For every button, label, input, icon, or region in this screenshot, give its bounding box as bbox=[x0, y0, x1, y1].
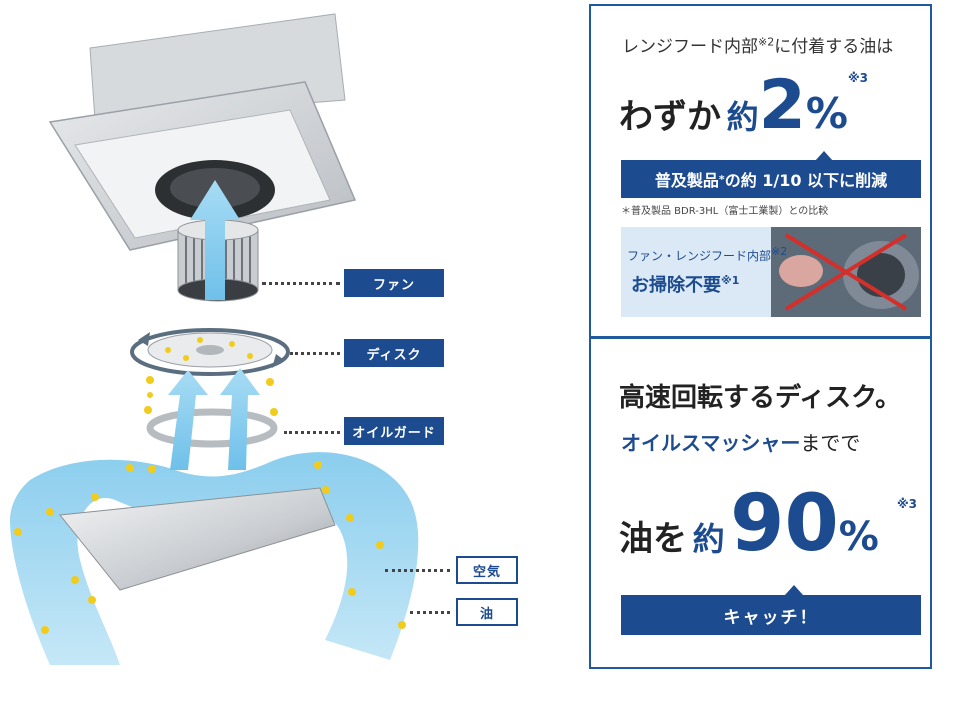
catch-banner: キャッチ！ bbox=[621, 595, 921, 635]
up-arrow-right bbox=[220, 368, 260, 470]
oil-dots bbox=[14, 337, 406, 634]
bottom-line2: オイルスマッシャーまでで bbox=[621, 431, 861, 455]
oil-label: 油 bbox=[456, 598, 518, 626]
headline-mark: ※2 bbox=[758, 35, 775, 49]
big-value-2: 90 bbox=[730, 479, 839, 569]
disk-label: ディスク bbox=[344, 339, 444, 367]
air-leader bbox=[385, 569, 450, 572]
headline-pre: レンジフード内部 bbox=[622, 37, 758, 57]
fan-leader bbox=[262, 282, 340, 285]
air-label: 空気 bbox=[456, 556, 518, 584]
cleaning-free-line1: ファン・レンジフード内部※2 bbox=[627, 245, 788, 263]
big-mark-2: ※3 bbox=[897, 497, 918, 511]
oil-guard-label: オイルガード bbox=[344, 417, 444, 445]
range-hood-illustration: ファン ディスク オイルガード 空気 油 bbox=[10, 13, 518, 665]
big-prefix-2: 油を bbox=[619, 519, 687, 559]
oil-guard-leader bbox=[284, 431, 340, 434]
bottom-big-figure: 油を 約 90% bbox=[619, 485, 879, 563]
big-mark: ※3 bbox=[848, 71, 869, 85]
fan-photo-crossed bbox=[771, 227, 921, 317]
bottom-line1: 高速回転するディスク。 bbox=[619, 383, 902, 413]
headline-post: に付着する油は bbox=[774, 37, 894, 57]
cleaning-free-line2: お掃除不要※1 bbox=[631, 274, 740, 296]
top-banner: 普及製品*の約 1/10 以下に削減 bbox=[621, 160, 921, 198]
oil-adhesion-panel: レンジフード内部※2に付着する油は わずか 約2% ※3 普及製品*の約 1/10… bbox=[589, 4, 932, 338]
big-approx-2: 約 bbox=[692, 520, 725, 558]
bottom-banner-notch bbox=[785, 585, 803, 595]
range-hood-exploded-diagram bbox=[10, 13, 419, 665]
oil-guard-ring bbox=[146, 408, 278, 448]
big-unit-2: % bbox=[838, 514, 879, 560]
top-banner-notch bbox=[815, 151, 833, 161]
up-arrow-center bbox=[190, 180, 240, 300]
disk-leader bbox=[290, 352, 340, 355]
top-headline: レンジフード内部※2に付着する油は bbox=[622, 32, 893, 57]
top-big-figure: わずか 約2%※3 bbox=[619, 72, 868, 140]
disk-rotation-ring bbox=[130, 328, 290, 376]
cleaning-free-box: ファン・レンジフード内部※2 お掃除不要※1 bbox=[621, 227, 921, 317]
fan-label: ファン bbox=[344, 269, 444, 297]
big-unit: % bbox=[805, 89, 849, 138]
oil-leader bbox=[410, 611, 450, 614]
big-approx: 約 bbox=[726, 98, 759, 136]
oil-catch-panel: 高速回転するディスク。 オイルスマッシャーまでで 油を 約 90% ※3 キャッ… bbox=[589, 337, 932, 669]
big-value: 2 bbox=[758, 66, 806, 145]
filter-plate bbox=[59, 487, 336, 591]
big-prefix: わずか bbox=[619, 97, 721, 137]
up-arrow-left bbox=[168, 370, 208, 470]
comparison-note: ＊普及製品 BDR-3HL（富士工業製）との比較 bbox=[621, 206, 829, 217]
